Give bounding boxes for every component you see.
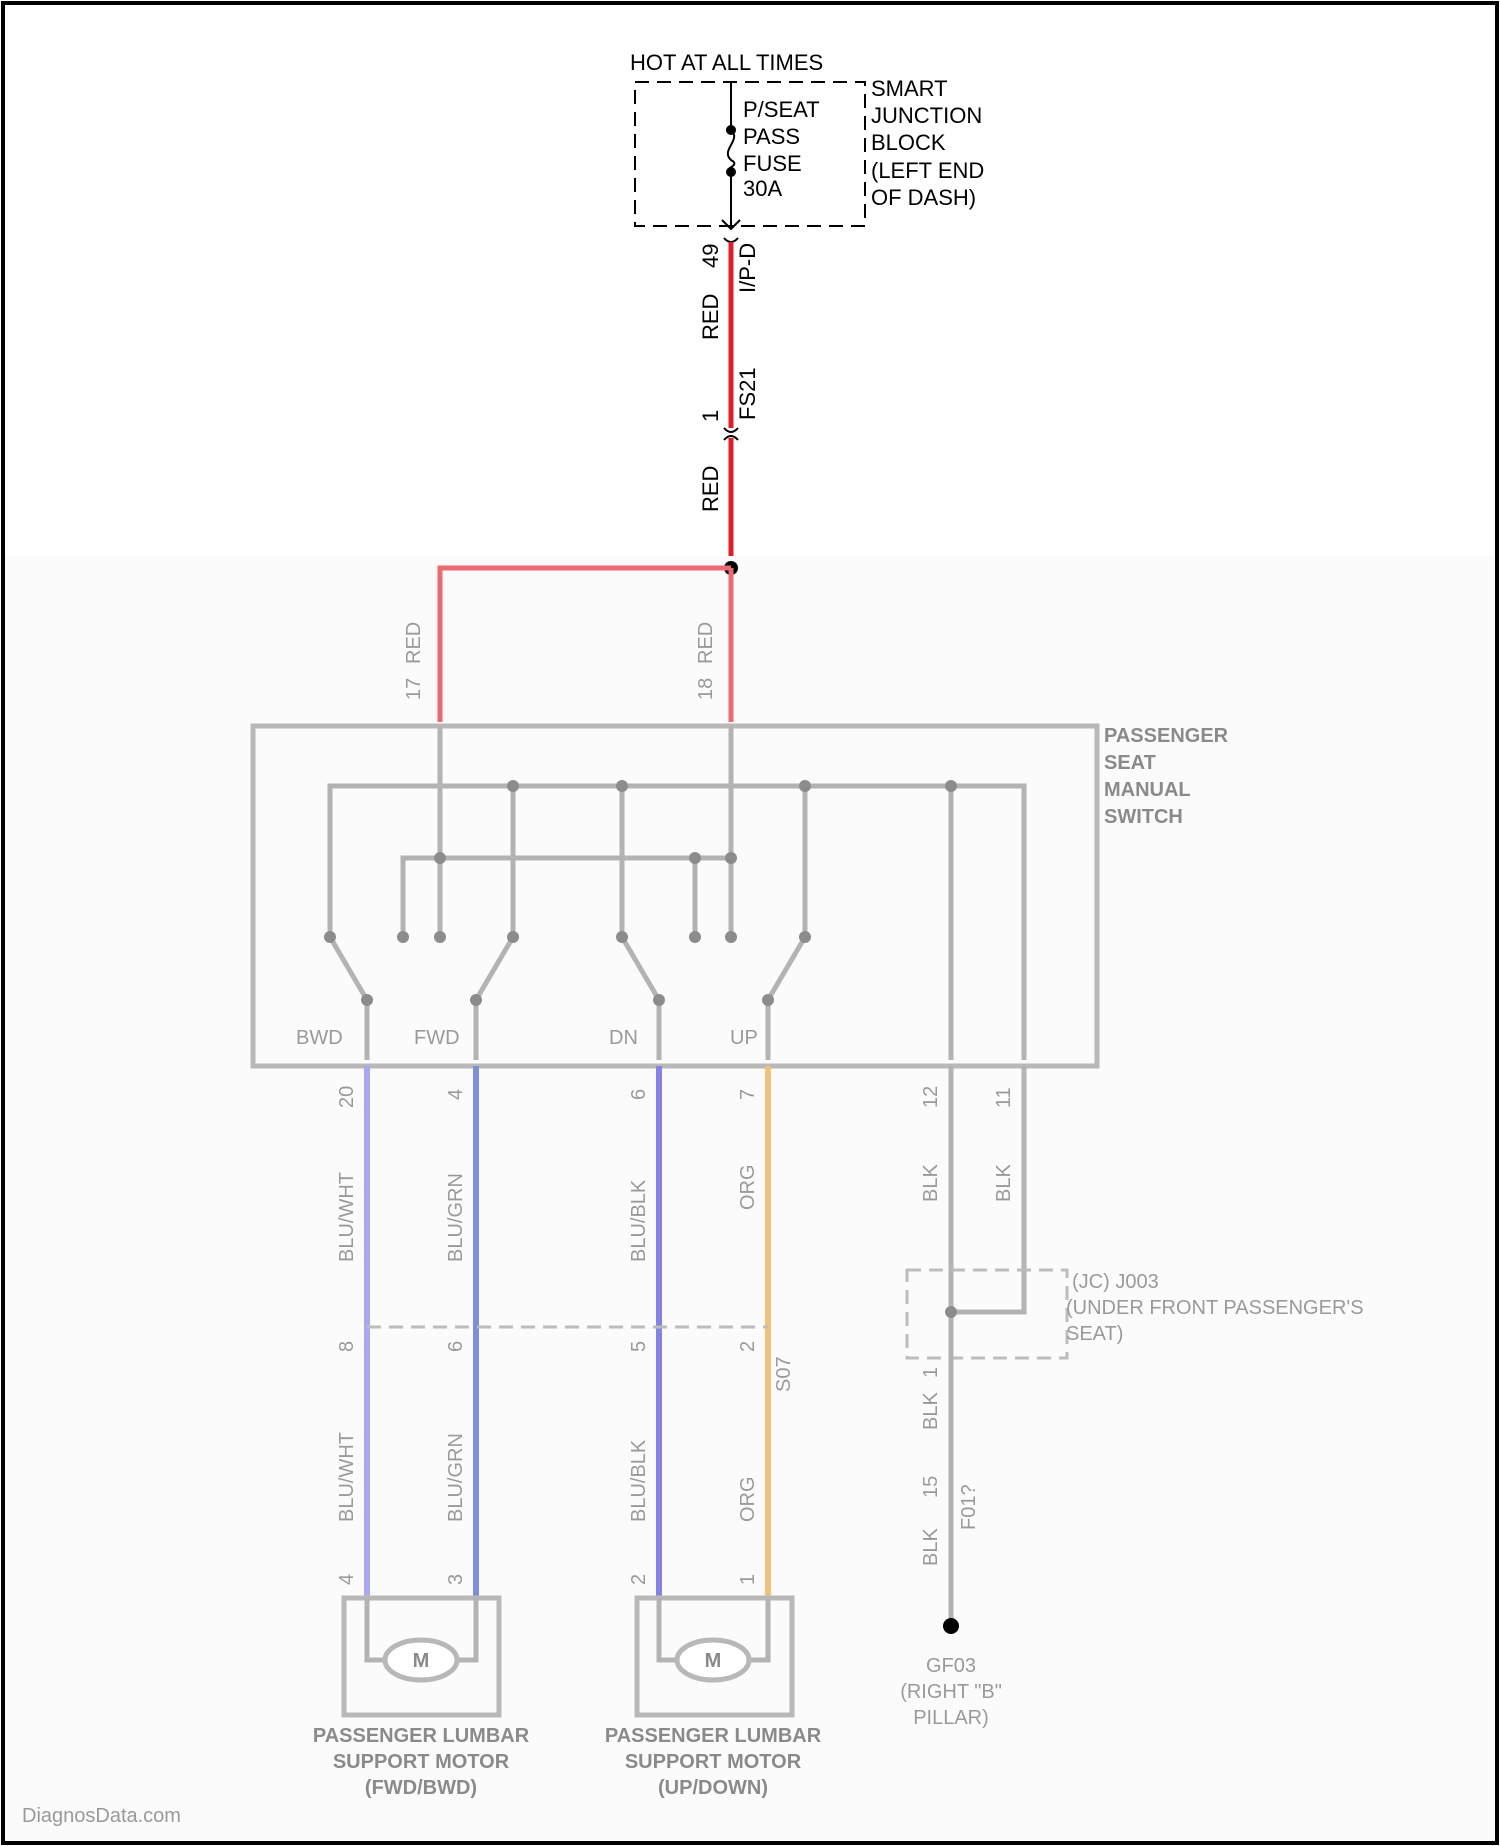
contact-dot bbox=[470, 994, 482, 1006]
contact-dot bbox=[507, 780, 519, 792]
pin-1-label: 1 bbox=[698, 410, 723, 422]
position-fwd-label: FWD bbox=[414, 1027, 460, 1049]
dn-seat-pin: 5 bbox=[628, 1341, 650, 1352]
contact-dot bbox=[725, 931, 737, 943]
motor-symbol: M bbox=[705, 1650, 722, 1672]
contact-dot bbox=[616, 931, 628, 943]
contact-dot bbox=[725, 852, 737, 864]
ground-lower-pin: 1 bbox=[920, 1367, 942, 1378]
seat-connector-label: S07 bbox=[773, 1356, 795, 1392]
contact-dot bbox=[434, 931, 446, 943]
motor-symbol: M bbox=[413, 1650, 430, 1672]
ground-label-line1: GF03 bbox=[926, 1655, 976, 1677]
dn-color-upper: BLU/BLK bbox=[628, 1179, 650, 1262]
smart-junction-block: HOT AT ALL TIMES P/SEAT PASS FUSE 30A SM… bbox=[630, 50, 984, 229]
pin-18-color: RED bbox=[695, 622, 717, 664]
bwd-color-lower: BLU/WHT bbox=[336, 1432, 358, 1522]
contact-dot bbox=[799, 931, 811, 943]
switch-pin-11: 11 bbox=[993, 1087, 1015, 1108]
contact-dot bbox=[397, 931, 409, 943]
ground-point-icon bbox=[943, 1618, 959, 1634]
ip-d-connector-label: I/P-D bbox=[735, 243, 760, 293]
contact-dot bbox=[616, 780, 628, 792]
up-color-upper: ORG bbox=[737, 1164, 759, 1210]
switch-pin-12: 12 bbox=[920, 1086, 942, 1108]
watermark: DiagnosData.com bbox=[22, 1805, 181, 1827]
bwd-seat-pin: 8 bbox=[336, 1341, 358, 1352]
red-wire-label-1: RED bbox=[698, 294, 723, 340]
switch-name-line2: SEAT bbox=[1104, 752, 1156, 774]
motor-up-down-label-line3: (UP/DOWN) bbox=[658, 1777, 768, 1799]
switch-pin-7: 7 bbox=[737, 1089, 759, 1100]
contact-dot bbox=[507, 931, 519, 943]
pin-17-color: RED bbox=[403, 622, 425, 664]
up-motor-pin: 1 bbox=[737, 1574, 759, 1585]
fuse-label-line1: P/SEAT bbox=[743, 97, 820, 122]
ground-lower-connector: F01? bbox=[958, 1484, 980, 1530]
connector-ip-d-icon bbox=[724, 238, 738, 242]
dn-color-lower: BLU/BLK bbox=[628, 1439, 650, 1522]
joint-label-line1: (JC) J003 bbox=[1072, 1271, 1159, 1293]
red-feed-wire: 49 I/P-D RED 1 FS21 RED bbox=[698, 238, 760, 566]
ground-label-line2: (RIGHT "B" bbox=[900, 1681, 1002, 1703]
contact-dot bbox=[361, 994, 373, 1006]
bwd-motor-pin: 4 bbox=[336, 1574, 358, 1585]
position-bwd-label: BWD bbox=[296, 1027, 343, 1049]
block-label-line2: JUNCTION bbox=[871, 103, 982, 128]
joint-dot bbox=[945, 1306, 957, 1318]
joint-label-line3: SEAT) bbox=[1066, 1323, 1123, 1345]
ground-lower-pin-2: 15 bbox=[920, 1476, 942, 1498]
ground-color-right: BLK bbox=[993, 1164, 1015, 1202]
switch-name-line4: SWITCH bbox=[1104, 806, 1183, 828]
contact-dot bbox=[799, 780, 811, 792]
fwd-seat-pin: 6 bbox=[445, 1341, 467, 1352]
switch-name-line1: PASSENGER bbox=[1104, 725, 1229, 747]
fwd-color-lower: BLU/GRN bbox=[445, 1433, 467, 1522]
contact-dot bbox=[945, 780, 957, 792]
block-label-line1: SMART bbox=[871, 76, 948, 101]
up-color-lower: ORG bbox=[737, 1476, 759, 1522]
switch-pin-20: 20 bbox=[336, 1086, 358, 1108]
switch-pin-6: 6 bbox=[628, 1089, 650, 1100]
motor-fwd-bwd-label-line2: SUPPORT MOTOR bbox=[333, 1751, 510, 1773]
fuse-label-line4: 30A bbox=[743, 176, 782, 201]
ground-lower-color-2: BLK bbox=[920, 1528, 942, 1566]
motor-up-down-label-line1: PASSENGER LUMBAR bbox=[605, 1725, 822, 1747]
ground-label-line3: PILLAR) bbox=[913, 1707, 989, 1729]
ground-lower-color: BLK bbox=[920, 1392, 942, 1430]
pin-49-label: 49 bbox=[698, 244, 723, 268]
fuse-label-line2: PASS bbox=[743, 124, 800, 149]
contact-dot bbox=[689, 852, 701, 864]
dn-motor-pin: 2 bbox=[628, 1574, 650, 1585]
bwd-color-upper: BLU/WHT bbox=[336, 1172, 358, 1262]
position-up-label: UP bbox=[730, 1027, 758, 1049]
contact-dot bbox=[762, 994, 774, 1006]
contact-dot bbox=[324, 931, 336, 943]
joint-label-line2: (UNDER FRONT PASSENGER'S bbox=[1066, 1297, 1364, 1319]
fwd-motor-pin: 3 bbox=[445, 1574, 467, 1585]
fwd-color-upper: BLU/GRN bbox=[445, 1173, 467, 1262]
pin-17-label: 17 bbox=[403, 678, 425, 700]
contact-dot bbox=[434, 852, 446, 864]
position-dn-label: DN bbox=[609, 1027, 638, 1049]
contact-dot bbox=[689, 931, 701, 943]
motor-up-down-label-line2: SUPPORT MOTOR bbox=[625, 1751, 802, 1773]
ground-color-left: BLK bbox=[920, 1164, 942, 1202]
block-label-line4: (LEFT END bbox=[871, 158, 984, 183]
motor-fwd-bwd-label-line1: PASSENGER LUMBAR bbox=[313, 1725, 530, 1747]
contact-dot bbox=[653, 994, 665, 1006]
motor-fwd-bwd-label-line3: (FWD/BWD) bbox=[365, 1777, 477, 1799]
fuse-icon bbox=[728, 130, 735, 172]
switch-pin-4: 4 bbox=[445, 1089, 467, 1100]
red-wire-label-2: RED bbox=[698, 466, 723, 512]
fuse-label-line3: FUSE bbox=[743, 151, 802, 176]
switch-name-line3: MANUAL bbox=[1104, 779, 1191, 801]
hot-at-all-times-label: HOT AT ALL TIMES bbox=[630, 50, 823, 75]
block-label-line5: OF DASH) bbox=[871, 185, 976, 210]
block-label-line3: BLOCK bbox=[871, 130, 946, 155]
pin-18-label: 18 bbox=[695, 678, 717, 700]
up-seat-pin: 2 bbox=[737, 1341, 759, 1352]
fs21-connector-label: FS21 bbox=[735, 367, 760, 420]
